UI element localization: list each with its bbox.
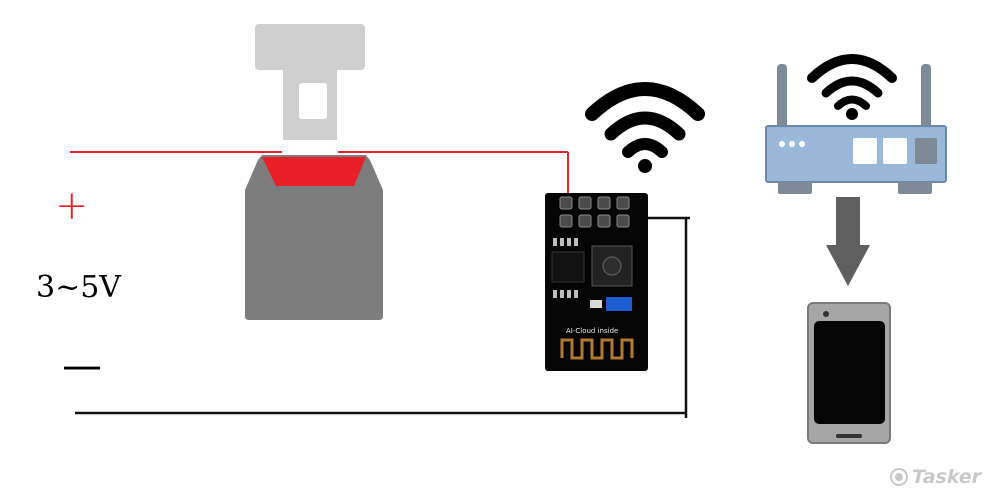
voltage-label: 3~5V <box>36 270 121 305</box>
wifi-icon <box>585 82 705 173</box>
router-icon <box>765 64 947 194</box>
tasker-watermark: Tasker <box>890 466 981 488</box>
tasker-logo-icon <box>890 468 908 486</box>
negative-terminal-label: — <box>62 343 102 389</box>
seatbelt-switch-icon <box>245 24 383 320</box>
positive-terminal-label: + <box>55 183 89 229</box>
module-silkscreen: AI-Cloud inside <box>566 327 618 335</box>
smartphone-icon <box>807 302 891 444</box>
red-wire <box>70 151 569 200</box>
arrow-down-icon <box>826 197 870 286</box>
router-wifi-icon <box>807 54 897 120</box>
esp-module-icon: AI-Cloud inside <box>545 193 648 371</box>
tasker-watermark-text: Tasker <box>912 466 982 488</box>
